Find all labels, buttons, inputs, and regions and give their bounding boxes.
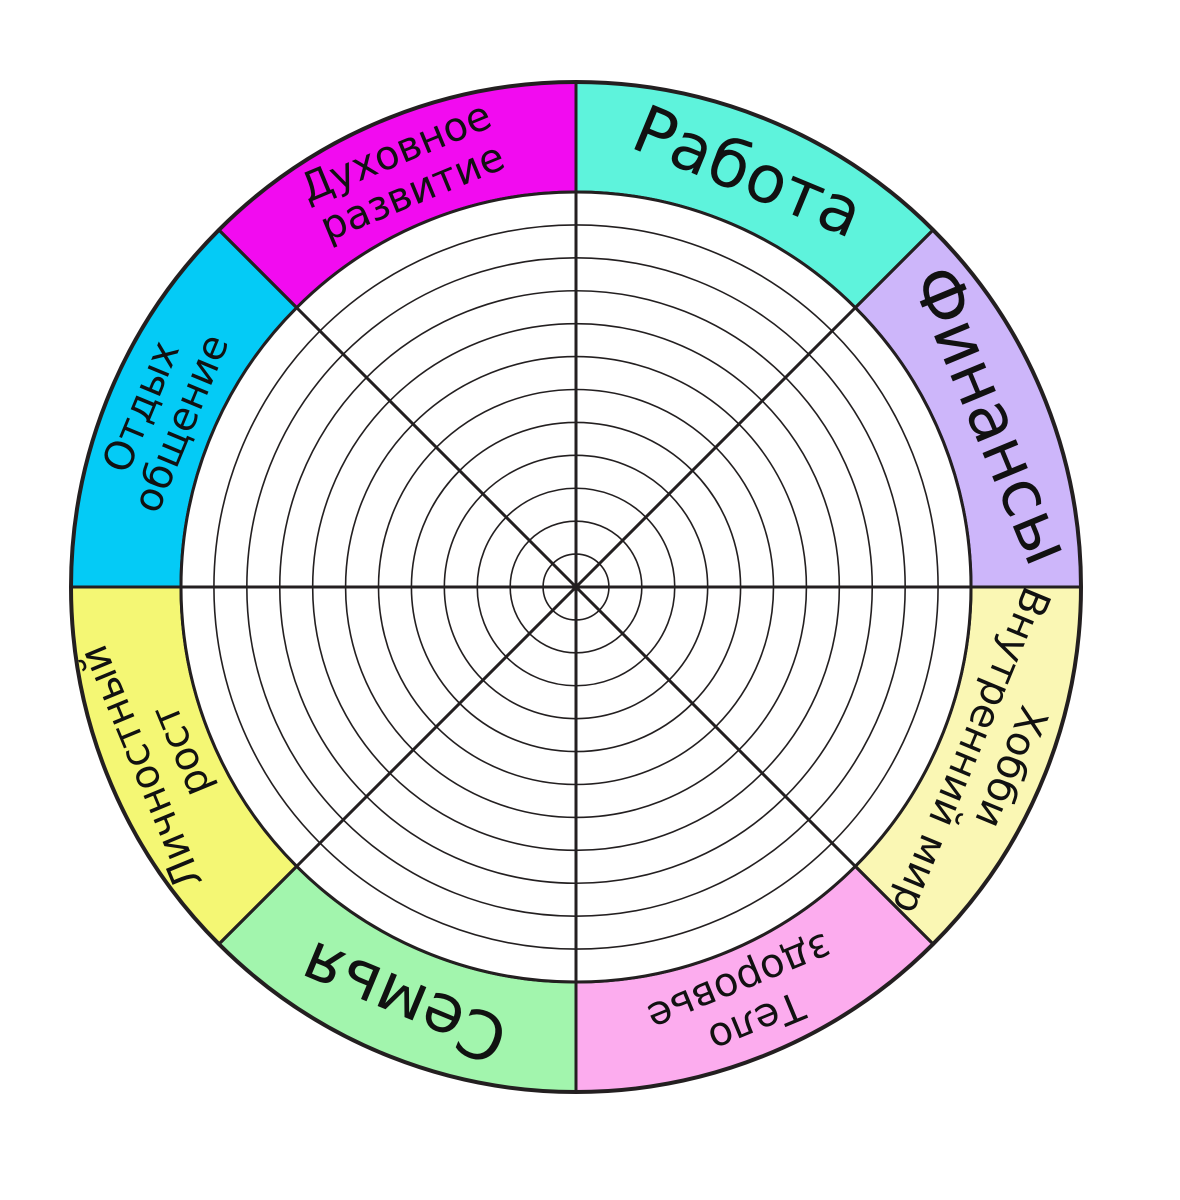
divider-spoke — [217, 228, 578, 589]
divider-spoke — [217, 585, 578, 946]
divider-spoke — [574, 228, 935, 589]
outer-rim — [69, 80, 1083, 1094]
divider-spoke — [574, 585, 935, 946]
divider-spokes — [71, 82, 1081, 1092]
